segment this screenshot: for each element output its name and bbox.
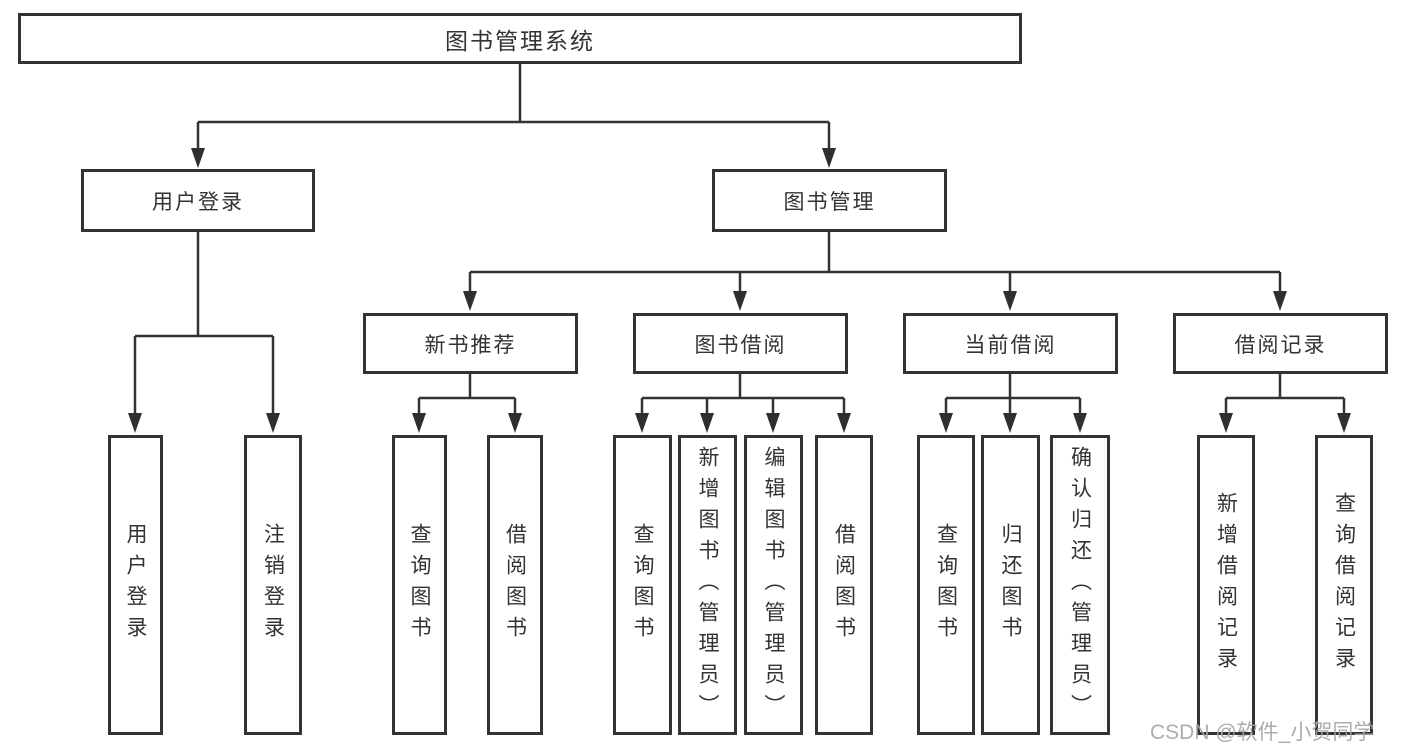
node-current-borrow: 当前借阅 [903,313,1118,374]
node-label: 借阅记录 [1234,333,1327,357]
leaf-borrow-books-recommend: 借阅图书 [487,435,543,735]
leaf-query-books-borrow: 查询图书 [613,435,672,735]
node-label: 借阅图书 [832,523,856,647]
leaf-query-books-current: 查询图书 [917,435,975,735]
node-user-login: 用户登录 [81,169,315,232]
node-label: 编辑图书（管理员） [762,445,785,725]
leaf-add-books-admin: 新增图书（管理员） [678,435,737,735]
node-label: 查询图书 [408,523,431,647]
node-book-borrow: 图书借阅 [633,313,848,374]
leaf-return-books: 归还图书 [981,435,1040,735]
leaf-add-borrow-record: 新增借阅记录 [1197,435,1255,735]
node-label: 新增图书（管理员） [696,445,719,725]
node-borrow-records: 借阅记录 [1173,313,1388,374]
arrowheads [128,148,1351,433]
leaf-confirm-return-admin: 确认归还（管理员） [1050,435,1110,735]
node-new-book-recommend: 新书推荐 [363,313,578,374]
node-label: 用户登录 [124,523,147,647]
node-label: 归还图书 [999,523,1022,647]
node-label: 确认归还（管理员） [1068,445,1092,725]
leaf-borrow-books: 借阅图书 [815,435,873,735]
leaf-query-books-recommend: 查询图书 [392,435,447,735]
node-label: 查询图书 [934,523,958,647]
node-label: 查询借阅记录 [1332,492,1356,678]
node-label: 当前借阅 [964,333,1057,357]
node-label: 借阅图书 [503,523,527,647]
node-label: 图书管理 [783,190,876,214]
node-label: 新书推荐 [424,333,517,357]
node-label: 注销登录 [261,523,285,647]
leaf-query-borrow-record: 查询借阅记录 [1315,435,1373,735]
leaf-logout: 注销登录 [244,435,302,735]
node-library-management-system: 图书管理系统 [18,13,1022,64]
leaf-edit-books-admin: 编辑图书（管理员） [744,435,803,735]
node-label: 查询图书 [631,523,654,647]
leaf-user-login: 用户登录 [108,435,163,735]
node-label: 用户登录 [152,190,244,214]
node-book-management: 图书管理 [712,169,947,232]
node-label: 图书管理系统 [445,27,595,54]
node-label: 新增借阅记录 [1214,492,1238,678]
csdn-watermark: CSDN @软件_小贺同学 [1150,721,1375,744]
node-label: 图书借阅 [694,333,787,357]
